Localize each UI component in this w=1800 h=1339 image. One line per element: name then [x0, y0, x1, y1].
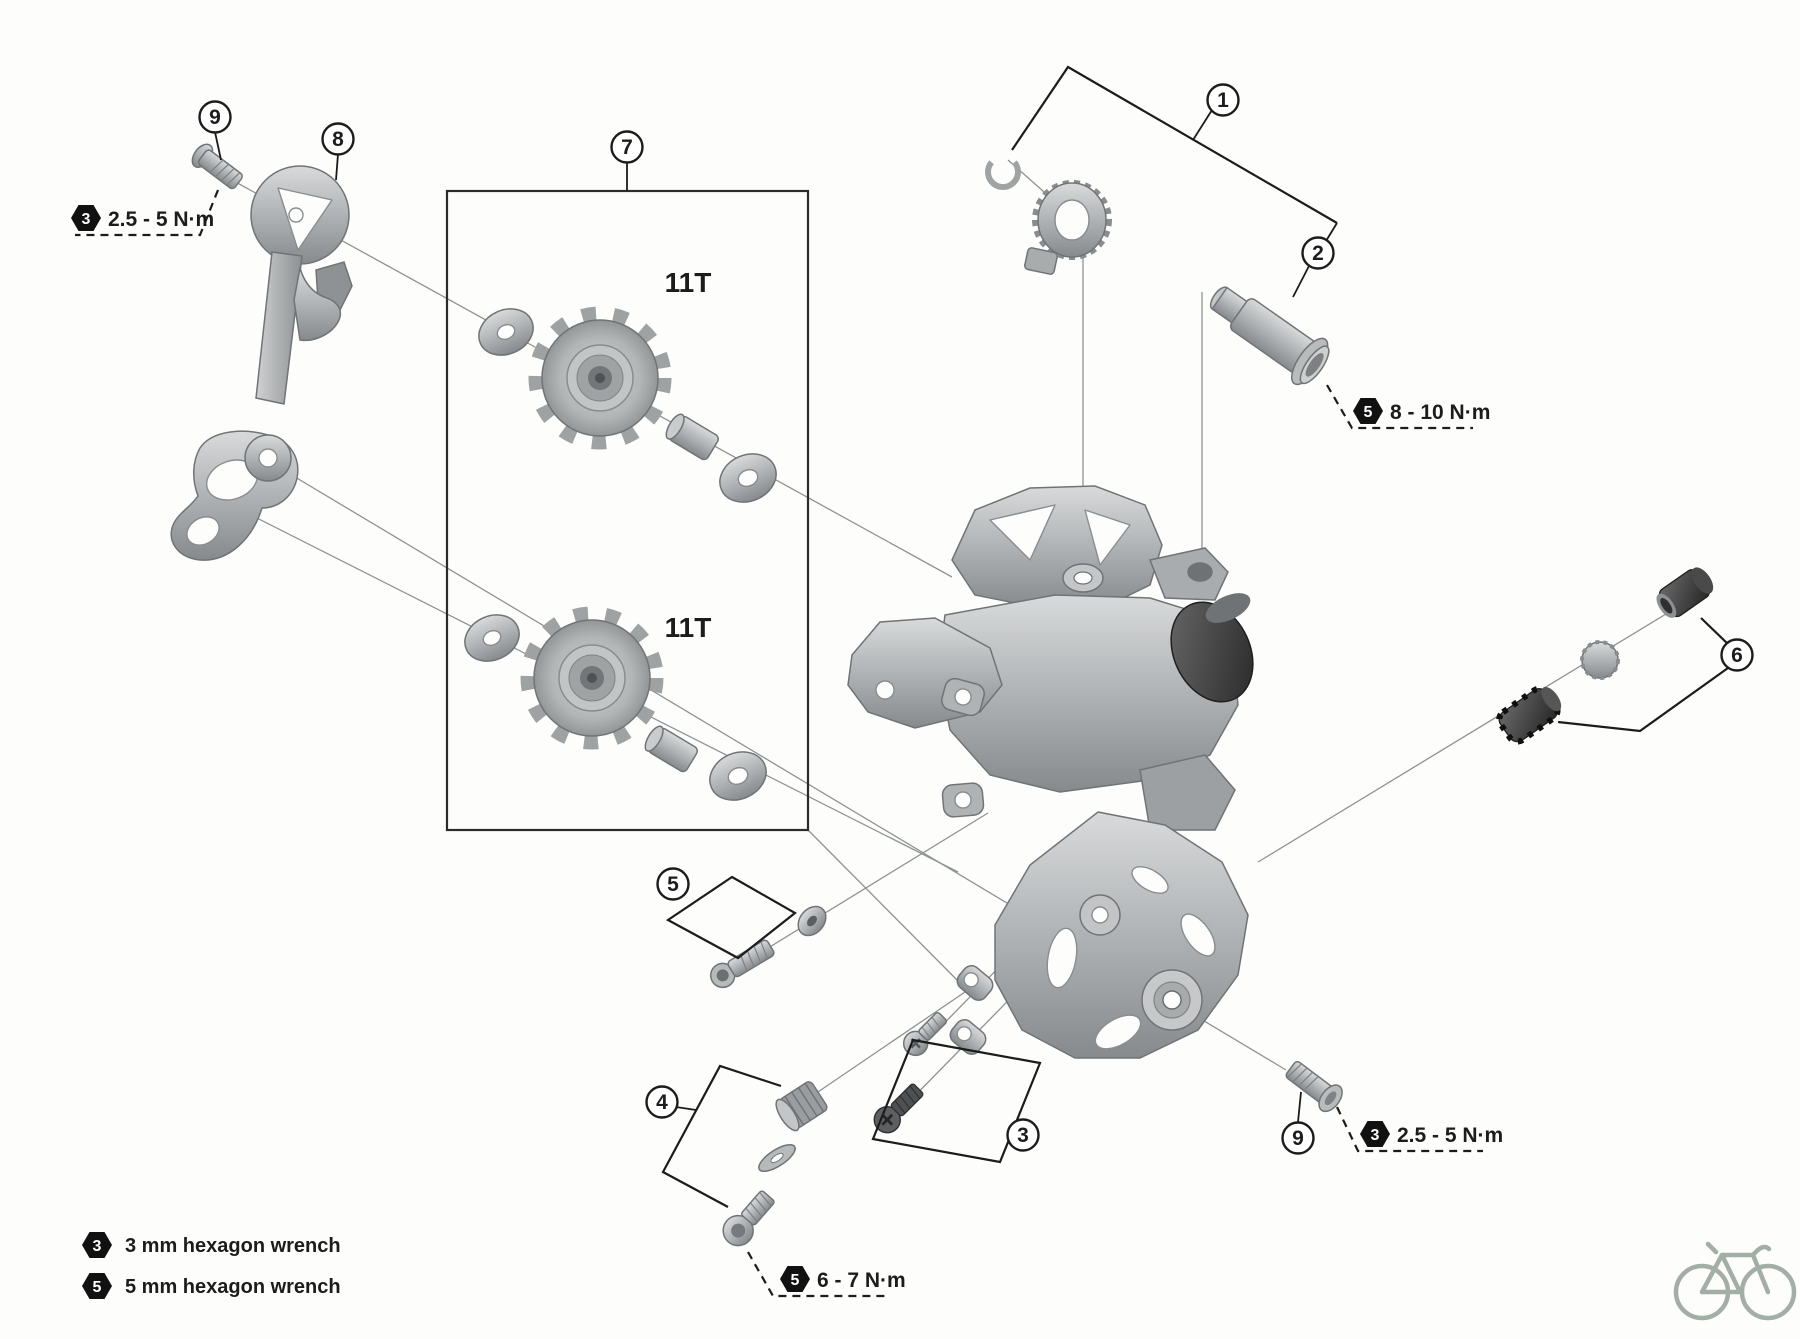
hex-wrench-icon: 3 — [82, 1232, 112, 1258]
callout-1-label: 1 — [1217, 89, 1229, 112]
legend-row-1: 3 3 mm hexagon wrench — [82, 1232, 341, 1258]
hex-wrench-icon: 5 — [1353, 398, 1383, 424]
torque-value: 2.5 - 5 N·m — [1397, 1124, 1503, 1147]
end-cap — [1656, 567, 1714, 618]
clutch-cylinder — [1170, 601, 1254, 703]
cap-unit-group — [1496, 567, 1714, 745]
hex-wrench-icon: 3 — [1360, 1121, 1390, 1147]
bracket-axle-unit — [1209, 286, 1330, 386]
callout-9-bottom-label: 9 — [1292, 1127, 1304, 1150]
fixing-nut-plate — [956, 965, 994, 1001]
adjust-screw — [902, 1011, 948, 1057]
stopper-ring-group — [985, 154, 1112, 275]
torque-value: 2.5 - 5 N·m — [108, 208, 214, 231]
b-stopper-ring — [1024, 180, 1112, 275]
torque-top-left: 3 2.5 - 5 N·m — [71, 205, 214, 231]
lower-pulley-size-label: 11T — [665, 612, 712, 643]
torque-bottom-right: 3 2.5 - 5 N·m — [1360, 1121, 1503, 1147]
callout-2-label: 2 — [1312, 242, 1324, 265]
hex-wrench-icon: 3 — [71, 205, 101, 231]
callout-9-top: 9 — [198, 100, 232, 134]
callout-8-label: 8 — [332, 128, 344, 151]
callout-6-label: 6 — [1731, 644, 1743, 667]
guide-pulley — [528, 306, 672, 450]
legend-row-2: 5 5 mm hexagon wrench — [82, 1273, 341, 1299]
torque-cage-bolt: 5 6 - 7 N·m — [780, 1266, 906, 1292]
knuckle-upper — [941, 677, 985, 717]
pivot-bolt — [709, 939, 775, 989]
hex-wrench-icon: 5 — [780, 1266, 810, 1292]
bracket-link — [951, 485, 1163, 609]
inner-plate — [170, 165, 353, 561]
legend-text: 5 mm hexagon wrench — [125, 1276, 341, 1298]
callout-7-label: 7 — [621, 136, 633, 159]
callout-5-label: 5 — [667, 873, 679, 896]
hex-tool-number: 5 — [93, 1279, 102, 1296]
lock-bushing — [775, 1081, 828, 1132]
lock-bolt — [722, 1190, 775, 1247]
cage-pivot-bolt-group — [709, 905, 827, 989]
cable-fixing-bolt — [873, 1083, 924, 1134]
cable-fixing-group — [873, 965, 994, 1134]
plate-fixing-bolt-top — [191, 143, 243, 190]
callout-3: 3 — [1006, 1118, 1040, 1152]
callout-4-label: 4 — [656, 1091, 668, 1114]
guide-pulley-group — [478, 306, 777, 503]
knurled-knob — [1496, 685, 1562, 745]
upper-pulley-size-label: 11T — [665, 267, 712, 298]
torque-axle: 5 8 - 10 N·m — [1353, 398, 1490, 424]
pulley-bushing — [665, 413, 719, 461]
derailleur-body — [847, 485, 1254, 1059]
callout-7: 7 — [610, 130, 644, 164]
cage-lock-group — [722, 1081, 828, 1247]
torque-value: 6 - 7 N·m — [817, 1269, 906, 1292]
hex-tool-number: 3 — [82, 211, 91, 228]
callout-1: 1 — [1206, 83, 1240, 117]
callouts: 1 2 3 4 5 6 7 8 — [198, 83, 1754, 1155]
legend-text: 3 mm hexagon wrench — [125, 1235, 341, 1257]
callout-9-bottom: 9 — [1281, 1121, 1315, 1155]
body-main-block — [937, 594, 1239, 793]
callout-5: 5 — [656, 867, 690, 901]
snap-ring — [985, 154, 1021, 190]
knuckle-lower — [941, 782, 985, 818]
plate-fixing-bolt-bottom — [1285, 1061, 1343, 1113]
callout-3-label: 3 — [1017, 1124, 1029, 1147]
callout-2: 2 — [1301, 236, 1335, 270]
callout-4: 4 — [645, 1085, 679, 1119]
torque-leader-lines — [75, 189, 1483, 1298]
tension-pulley — [520, 606, 664, 750]
callout-9-top-label: 9 — [209, 106, 221, 129]
pulley-bushing — [644, 725, 698, 773]
tension-pulley-group — [464, 606, 767, 801]
hex-tool-number: 3 — [1371, 1127, 1380, 1144]
fixing-nut-plate — [949, 1019, 987, 1055]
torque-value: 8 - 10 N·m — [1390, 401, 1490, 424]
hex-tool-number: 3 — [93, 1238, 102, 1255]
hex-wrench-icon: 5 — [82, 1273, 112, 1299]
legend: 3 3 mm hexagon wrench 5 5 mm hexagon wre… — [82, 1232, 341, 1299]
leader-lines — [214, 65, 1732, 1208]
hex-tool-number: 5 — [1364, 404, 1373, 421]
callout-6: 6 — [1720, 638, 1754, 672]
callout-8: 8 — [321, 122, 355, 156]
hex-tool-number: 5 — [791, 1272, 800, 1289]
bicycle-logo-icon — [1673, 1241, 1797, 1321]
